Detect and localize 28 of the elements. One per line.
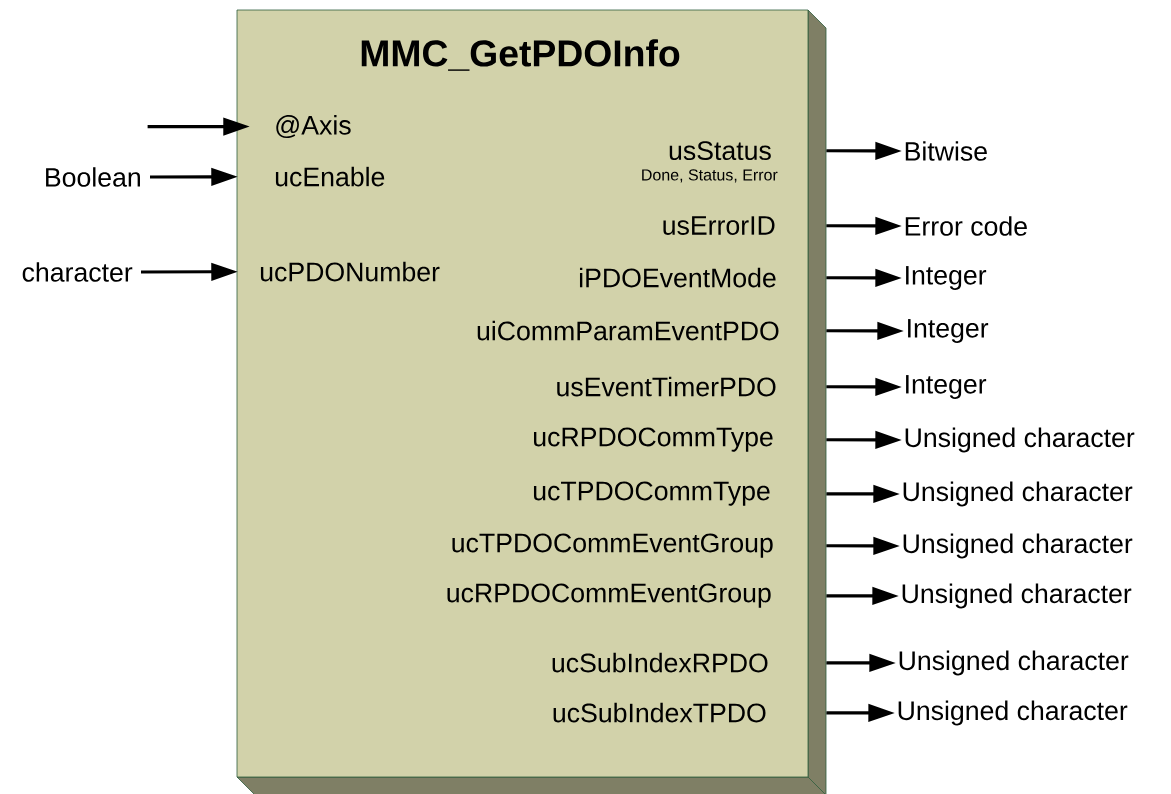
input-pin-label: ucPDONumber	[260, 261, 440, 282]
type-label: Integer	[908, 319, 989, 343]
input-pin-label: @Axis	[276, 115, 351, 139]
output-pin-label: usEventTimerPDO	[557, 376, 776, 397]
pin-note: Done, Status, Error	[642, 169, 778, 183]
output-pin-label: iPDOEventMode	[580, 267, 776, 288]
type-label: Integer	[906, 375, 987, 399]
type-label: Bitwise	[905, 141, 987, 161]
type-label: Unsigned character	[898, 700, 1128, 726]
type-label: Integer	[906, 266, 987, 290]
type-label: Unsigned character	[903, 533, 1133, 559]
output-pin-label: usErrorID	[663, 216, 775, 235]
type-label: Unsigned character	[905, 427, 1135, 453]
output-pin-label: ucRPDOCommEventGroup	[447, 583, 771, 608]
output-pin-label: ucRPDOCommType	[534, 427, 773, 452]
output-pin-label: ucSubIndexRPDO	[552, 652, 768, 673]
output-pin-label: usStatus	[669, 141, 771, 161]
output-pin-label: ucTPDOCommEventGroup	[452, 533, 773, 558]
input-pin-label: ucEnable	[275, 166, 385, 187]
output-pin-label: uiCommParamEventPDO	[477, 320, 779, 341]
type-label: Unsigned character	[902, 583, 1132, 609]
type-label: character	[22, 262, 133, 282]
type-label: Error code	[905, 216, 1027, 236]
type-label: Unsigned character	[899, 650, 1129, 676]
type-label: Unsigned character	[903, 481, 1133, 507]
output-pin-label: ucTPDOCommType	[533, 481, 770, 506]
output-pin-label: ucSubIndexTPDO	[553, 702, 766, 723]
type-label: Boolean	[46, 167, 140, 187]
